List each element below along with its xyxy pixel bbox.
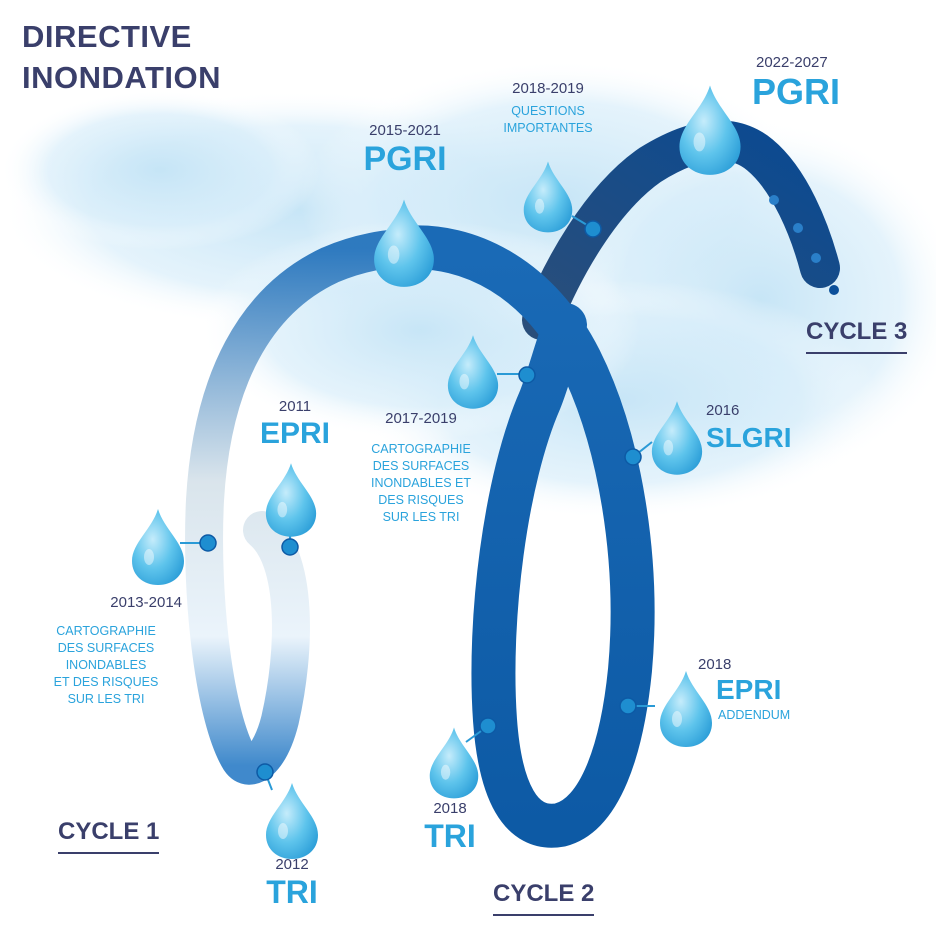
cycle-3-label: CYCLE 3 xyxy=(806,318,908,354)
milestone-2018-2019-questions: 2018-2019 QUESTIONS IMPORTANTES xyxy=(503,80,593,135)
drop-2012-icon xyxy=(266,783,318,859)
cycle3-dots xyxy=(769,195,839,295)
milestone-2016-slgri: 2016 SLGRI xyxy=(706,402,792,453)
cycle-2-label: CYCLE 2 xyxy=(493,880,595,916)
milestone-2017-2019-cartographie: 2017-2019 CARTOGRAPHIE DES SURFACES INON… xyxy=(370,410,472,524)
milestone-2013-2014-cartographie: 2013-2014 CARTOGRAPHIE DES SURFACES INON… xyxy=(53,594,182,706)
milestone-2011-epri: 2011 EPRI xyxy=(259,398,331,450)
milestone-2022-pgri: 2022-2027 PGRI xyxy=(752,54,841,112)
milestone-2018-epri-addendum: 2018 EPRI ADDENDUM xyxy=(698,656,791,722)
drop-2011-icon xyxy=(265,463,317,537)
drop-2013-icon xyxy=(132,509,184,585)
milestone-2012-tri: 2012 TRI xyxy=(266,856,318,910)
milestone-2015-pgri: 2015-2021 PGRI xyxy=(363,122,447,178)
cycle1-band xyxy=(185,229,423,785)
milestone-2018-tri: 2018 TRI xyxy=(424,800,476,854)
page-title: DIRECTIVE INONDATION xyxy=(22,19,222,95)
cycle-1-label: CYCLE 1 xyxy=(58,818,160,854)
cycle2-band xyxy=(382,225,655,848)
connector-dots xyxy=(199,220,642,781)
